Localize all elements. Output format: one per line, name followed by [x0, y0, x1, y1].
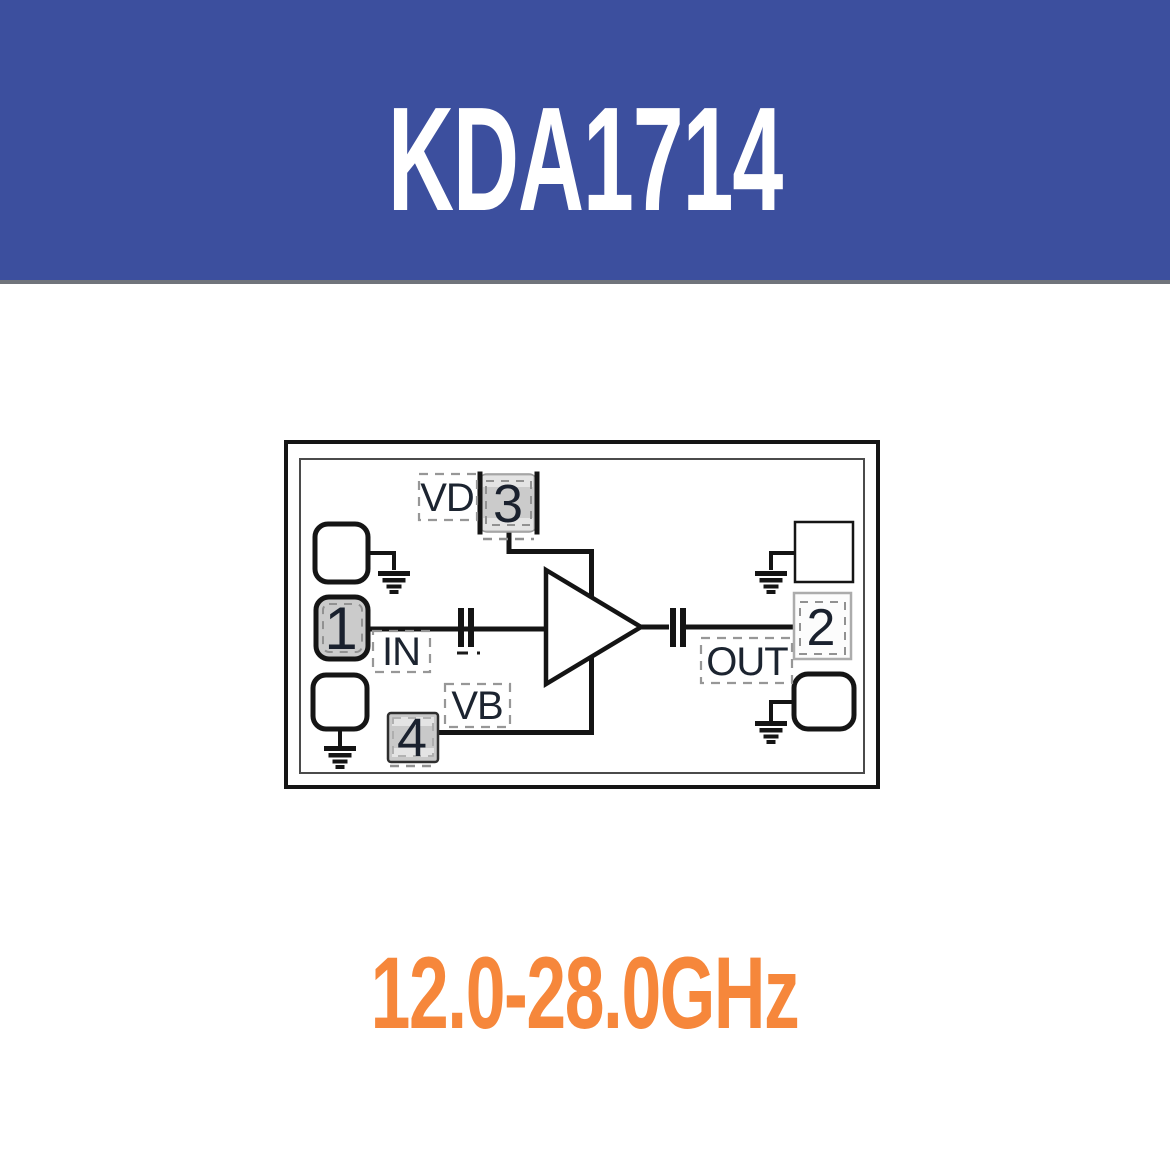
out-label: OUT: [706, 640, 788, 684]
pad-4-dashed-border: [392, 717, 434, 757]
pad-1-number: 1: [324, 595, 357, 662]
header-banner: KDA1714: [0, 0, 1170, 284]
ground-wire-top-left: [368, 551, 396, 570]
pad-4-number: 4: [397, 708, 427, 768]
vd-supply-trace: [506, 531, 594, 603]
ground-pad-bottom-right: [791, 671, 857, 732]
vb-label-box: [443, 682, 512, 729]
pad-2-dashed-border: [799, 601, 846, 655]
die-outline: [299, 458, 865, 774]
ground-pad-bottom-left: [310, 672, 370, 732]
pad-4-highlight: [392, 748, 434, 757]
ground-pad-top-left: [312, 521, 371, 585]
vb-bias-trace: [437, 652, 594, 735]
vd-label-box: [417, 472, 479, 522]
ground-wire-bottom-right: [769, 700, 794, 721]
ground-wire-top-right: [769, 551, 795, 570]
amplifier-triangle-icon: [543, 566, 646, 688]
ground-pad-top-right: [793, 520, 855, 584]
in-label: IN: [382, 630, 420, 674]
pad-3-dashed-border: [485, 480, 532, 526]
frequency-range-text: 12.0-28.0GHz: [371, 936, 800, 1050]
pad-1-rf-input: [313, 594, 371, 662]
pad-1-dashed-border: [322, 603, 363, 653]
pad-2-number: 2: [807, 599, 836, 657]
pad-2-rf-output: [792, 591, 853, 661]
pad-3-number: 3: [493, 474, 523, 534]
pad-4-highlight: [392, 717, 434, 726]
page-title: KDA1714: [387, 77, 783, 242]
vd-label: VD: [420, 476, 474, 520]
vb-label: VB: [451, 684, 502, 728]
schematic-diagram: 1 3 4 2 VD VB IN OUT: [284, 440, 880, 789]
out-label-box: [699, 636, 794, 685]
frequency-range: 12.0-28.0GHz: [0, 942, 1170, 1044]
